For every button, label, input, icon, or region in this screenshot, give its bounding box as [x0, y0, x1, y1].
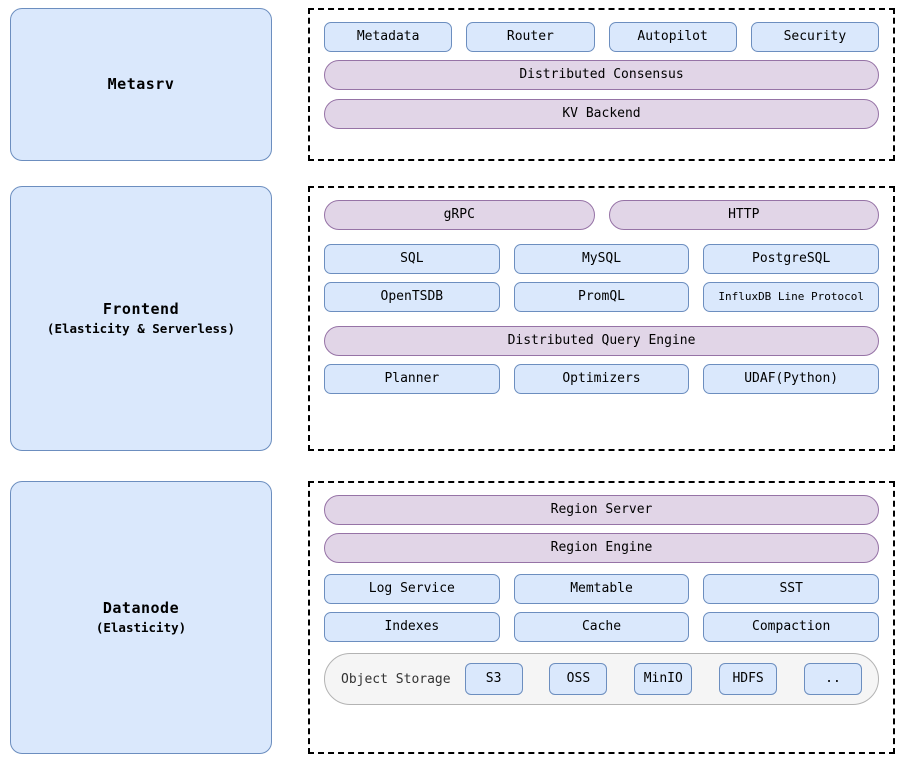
- module-chip[interactable]: Log Service: [324, 574, 500, 604]
- module-chip[interactable]: Indexes: [324, 612, 500, 642]
- module-chip[interactable]: KV Backend: [324, 99, 879, 129]
- module-chip[interactable]: Memtable: [513, 574, 690, 604]
- module-chip-row: Region Server: [324, 495, 879, 525]
- module-chip[interactable]: SQL: [324, 244, 500, 274]
- storage-backend-chip[interactable]: HDFS: [719, 663, 778, 695]
- module-container-frontend: gRPC HTTP SQL MySQL PostgreSQL OpenTSDB PromQL…: [308, 186, 895, 451]
- component-panel-title: Frontend: [102, 299, 180, 318]
- component-panel-title: Datanode: [102, 598, 180, 617]
- component-panel-subtitle: (Elasticity & Serverless): [46, 321, 236, 337]
- object-storage-options: S3 OSS MinIO HDFS..: [464, 663, 862, 695]
- module-chip-row: Planner Optimizers UDAF(Python): [324, 364, 880, 394]
- module-chip[interactable]: PromQL: [513, 282, 690, 312]
- module-chip[interactable]: OpenTSDB: [324, 282, 500, 312]
- module-chip-row: SQL MySQL PostgreSQL: [324, 244, 880, 274]
- object-storage-strip: Object Storage S3 OSS MinIO HDFS..: [324, 653, 879, 705]
- module-chip-row: Indexes Cache Compaction: [324, 612, 880, 642]
- module-chip[interactable]: Distributed Query Engine: [324, 326, 879, 356]
- module-chip-row: Metadata Router Autopilot Security: [324, 22, 879, 52]
- storage-backend-chip[interactable]: MinIO: [634, 663, 693, 695]
- module-chip-row: Log Service Memtable SST: [324, 574, 880, 604]
- component-panel-metasrv[interactable]: Metasrv: [10, 8, 272, 161]
- module-chip[interactable]: InfluxDB Line Protocol: [703, 282, 880, 312]
- module-chip-row: KV Backend: [324, 99, 879, 129]
- module-chip[interactable]: gRPC: [324, 200, 595, 230]
- module-chip[interactable]: Distributed Consensus: [324, 60, 879, 90]
- storage-backend-chip[interactable]: ..: [803, 663, 862, 695]
- module-chip[interactable]: PostgreSQL: [703, 244, 880, 274]
- component-panel-datanode[interactable]: Datanode (Elasticity): [10, 481, 272, 754]
- module-chip[interactable]: HTTP: [608, 200, 879, 230]
- module-chip[interactable]: Compaction: [703, 612, 880, 642]
- module-chip[interactable]: Region Engine: [324, 533, 879, 563]
- module-chip[interactable]: Region Server: [324, 495, 879, 525]
- component-panel-subtitle: (Elasticity): [95, 620, 187, 636]
- module-chip-row: Distributed Query Engine: [324, 326, 879, 356]
- module-chip[interactable]: MySQL: [513, 244, 690, 274]
- module-chip[interactable]: Cache: [513, 612, 690, 642]
- module-chip[interactable]: UDAF(Python): [703, 364, 880, 394]
- component-panel-title: Metasrv: [107, 75, 175, 94]
- module-chip[interactable]: Router: [466, 22, 595, 52]
- module-chip[interactable]: Security: [750, 22, 879, 52]
- storage-backend-chip[interactable]: S3: [464, 663, 523, 695]
- component-panel-frontend[interactable]: Frontend (Elasticity & Serverless): [10, 186, 272, 451]
- module-chip-row: gRPC HTTP: [324, 200, 879, 230]
- module-chip-row: Distributed Consensus: [324, 60, 879, 90]
- module-chip-row: Region Engine: [324, 533, 879, 563]
- module-chip[interactable]: Planner: [324, 364, 500, 394]
- module-chip-row: OpenTSDB PromQL InfluxDB Line Protocol: [324, 282, 880, 312]
- storage-backend-chip[interactable]: OSS: [549, 663, 608, 695]
- module-chip[interactable]: SST: [703, 574, 880, 604]
- arch-row-frontend: Frontend (Elasticity & Serverless) gRPC HTT…: [0, 186, 903, 451]
- module-chip[interactable]: Metadata: [324, 22, 453, 52]
- module-chip[interactable]: Optimizers: [513, 364, 690, 394]
- object-storage-label: Object Storage: [341, 671, 451, 687]
- module-chip[interactable]: Autopilot: [608, 22, 737, 52]
